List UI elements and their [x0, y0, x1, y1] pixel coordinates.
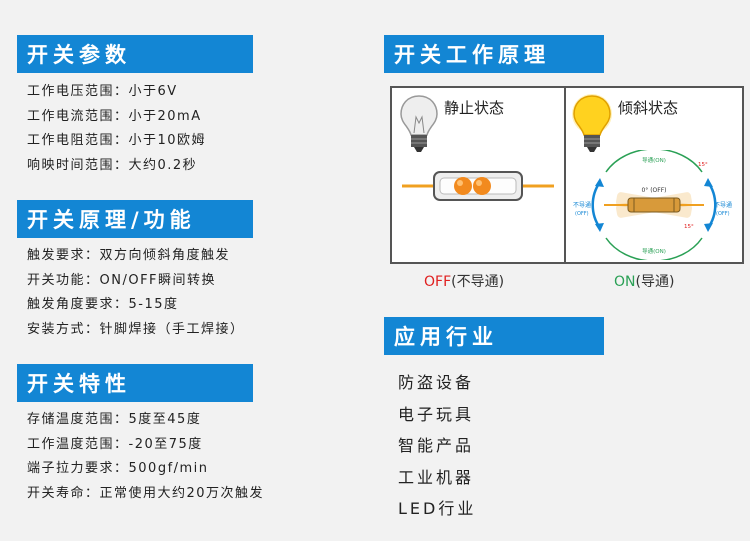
list-item: 安装方式：针脚焊接（手工焊接） [27, 321, 245, 337]
list-item: 工作电阻范围：小于10欧姆 [27, 133, 207, 148]
list-item: 端子拉力要求：500gf/min [27, 461, 209, 476]
list-item: 触发角度要求：5-15度 [27, 297, 179, 312]
tilt-left-off-sub: (OFF) [575, 211, 589, 217]
list-item: 工作电流范围：小于20mA [27, 108, 202, 124]
degree-top-label: 15° [698, 162, 708, 168]
features-header: 开关特性 [17, 364, 253, 402]
params-list: 工作电压范围：小于6V 工作电流范围：小于20mA 工作电阻范围：小于10欧姆 … [27, 80, 206, 178]
list-item: 电子玩具 [398, 404, 475, 424]
list-item: 工作温度范围：-20至75度 [27, 436, 203, 452]
static-panel: 静止状态 [392, 88, 564, 262]
tilt-top-label: 导通(ON) [642, 156, 666, 164]
list-item: 智能产品 [398, 436, 475, 455]
tilt-center-label: 0° (OFF) [641, 187, 666, 194]
tilt-left-off-label: 不导通 [573, 201, 591, 209]
list-item: 开关功能：ON/OFF瞬间转换 [27, 272, 217, 288]
list-item: 防盗设备 [398, 373, 475, 392]
industry-header: 应用行业 [384, 317, 604, 355]
tilt-right-off-sub: (OFF) [716, 211, 730, 217]
off-state-note: (不导通) [451, 274, 505, 290]
switch-tilt-illustration: 0° (OFF) 导通(ON) 导通(ON) 15° 15° 不导通 (OFF)… [573, 150, 732, 260]
list-item: LED行业 [398, 499, 477, 518]
on-state-caption: ON(导通) [614, 271, 674, 291]
working-principle-header: 开关工作原理 [384, 35, 604, 73]
switch-static-illustration [402, 171, 554, 201]
list-item: 存储温度范围：5度至45度 [27, 412, 202, 427]
bulb-off-icon [400, 95, 438, 152]
switch-diagram: 静止状态 倾斜状态 [390, 86, 744, 264]
list-item: 触发要求：双方向倾斜角度触发 [27, 248, 231, 263]
params-header: 开关参数 [17, 35, 253, 73]
features-list: 存储温度范围：5度至45度 工作温度范围：-20至75度 端子拉力要求：500g… [27, 408, 264, 506]
off-state-caption: OFF(不导通) [424, 271, 504, 291]
bulb-on-icon [572, 94, 612, 152]
principle-function-list: 触发要求：双方向倾斜角度触发 开关功能：ON/OFF瞬间转换 触发角度要求：5-… [27, 244, 245, 342]
list-item: 响映时间范围：大约0.2秒 [27, 157, 198, 173]
tilt-panel: 倾斜状态 0° (OFF) 导通(ON) 导通(ON) 15° 15° 不导通 … [566, 88, 742, 262]
list-item: 开关寿命：正常使用大约20万次触发 [27, 485, 265, 501]
panel-divider [564, 88, 566, 262]
list-item: 工业机器 [398, 467, 475, 487]
static-state-label: 静止状态 [444, 99, 505, 117]
off-state-value: OFF [424, 274, 452, 290]
list-item: 工作电压范围：小于6V [27, 84, 178, 99]
industry-list: 防盗设备 电子玩具 智能产品 工业机器 LED行业 [398, 367, 476, 525]
on-state-value: ON [614, 274, 636, 290]
tilt-right-off-label: 不导通 [714, 201, 732, 209]
tilt-bottom-label: 导通(ON) [642, 247, 666, 255]
degree-bottom-label: 15° [684, 224, 694, 230]
on-state-note: (导通) [635, 274, 675, 290]
tilt-state-label: 倾斜状态 [618, 99, 679, 117]
principle-function-header: 开关原理/功能 [17, 200, 253, 238]
